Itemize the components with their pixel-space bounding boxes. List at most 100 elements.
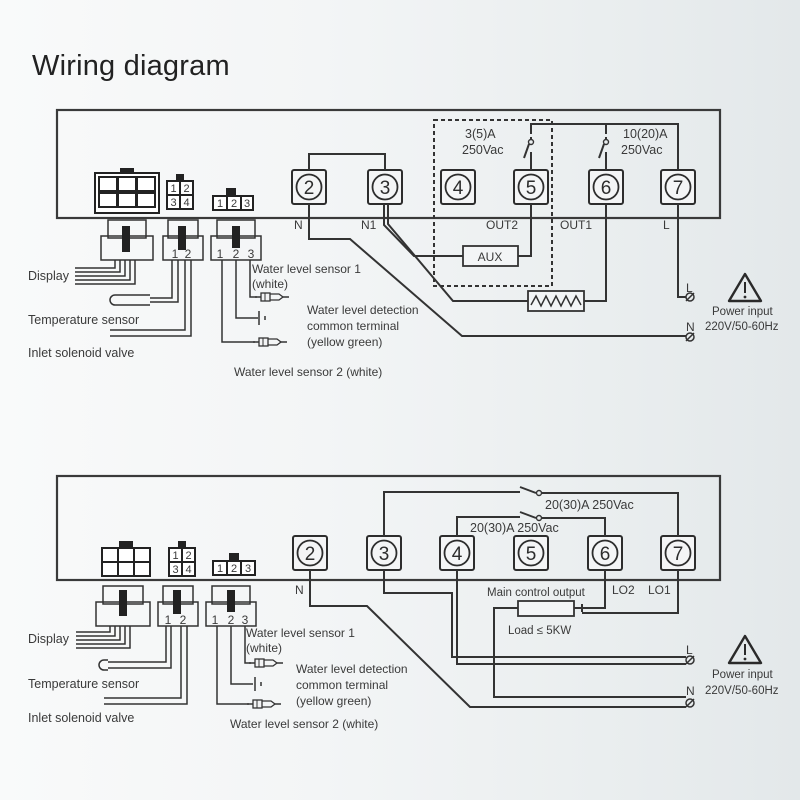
sensor-connector-socket: 1 2 3 — [212, 188, 254, 211]
svg-text:2: 2 — [305, 544, 316, 565]
label-display-2: Display — [28, 632, 70, 646]
pin-label: 2 — [183, 183, 189, 195]
load-neutral-wire — [493, 607, 686, 698]
water-level-sensor-wires-2 — [216, 626, 262, 705]
label-common-terminal-2: common terminal — [307, 319, 399, 333]
pin-label: 4 — [183, 197, 189, 209]
label-common-terminal-2b: common terminal — [296, 678, 388, 692]
pin-label: 1 — [217, 198, 223, 210]
relay-common-line — [530, 123, 679, 170]
out1-wire — [584, 204, 607, 302]
pin-label: 3 — [242, 613, 249, 627]
power-label-l-2: L — [686, 643, 693, 657]
main-control-output-label: Main control output — [487, 587, 586, 599]
terminal-2: 2 — [291, 169, 327, 205]
temp-valve-connector-socket-2: 1 2 3 4 — [168, 541, 196, 577]
pin-label: 3 — [172, 564, 178, 576]
sensor-plug: 1 2 3 — [210, 219, 262, 261]
lo1-wire — [582, 570, 679, 614]
pin-label: 1 — [170, 183, 176, 195]
terminal-2b: 2 — [292, 535, 328, 571]
terminal-label-lo2: LO2 — [612, 583, 635, 597]
neutral-screw-terminal-icon-2 — [685, 698, 695, 708]
relay2-wire — [456, 516, 520, 536]
relay2-rating: 20(30)A 250Vac — [470, 521, 559, 535]
heater-neutral-wire — [387, 204, 528, 302]
pin-label: 2 — [185, 550, 191, 562]
svg-text:3: 3 — [379, 544, 390, 565]
terminal-label-out2: OUT2 — [486, 218, 518, 232]
aux-relay-current-rating: 3(5)A — [465, 127, 496, 141]
warning-icon-2 — [727, 634, 763, 665]
lo2-wire — [574, 570, 606, 612]
pin-label: 3 — [248, 247, 255, 261]
sensor-plug-2: 1 2 3 — [205, 585, 257, 627]
main-relay-voltage-rating: 250Vac — [621, 143, 662, 157]
live-wire-2a — [383, 570, 686, 658]
terminal-label-l: L — [663, 218, 670, 232]
main-relay-current-rating: 10(20)A — [623, 127, 668, 141]
pin-label: 2 — [185, 247, 192, 261]
relay-switch-out1-icon — [598, 138, 610, 159]
aux-relay-voltage-rating: 250Vac — [462, 143, 503, 157]
label-common-terminal-color: (yellow green) — [307, 335, 382, 349]
label-temperature-sensor-2: Temperature sensor — [28, 677, 139, 691]
temp-sensor-wires — [109, 260, 192, 337]
temp-valve-plug-2: 1 2 — [157, 585, 199, 627]
water-level-sensor-1-probe-icon-2 — [248, 658, 284, 668]
water-level-sensor-2-probe-icon — [252, 337, 288, 347]
pin-label: 2 — [231, 198, 237, 210]
load-box — [517, 600, 575, 617]
water-level-sensor-2-probe-icon-2 — [246, 699, 282, 709]
terminal-3b: 3 — [366, 535, 402, 571]
label-water-level-sensor-1-color-2: (white) — [246, 641, 282, 655]
relay1-wire — [383, 491, 520, 536]
terminal-3: 3 — [367, 169, 403, 205]
svg-text:5: 5 — [526, 178, 537, 199]
jumper-2-3 — [308, 153, 386, 170]
load-rating-label: Load ≤ 5KW — [508, 625, 571, 637]
live-screw-terminal-icon-2 — [685, 655, 695, 665]
display-wires — [75, 260, 136, 285]
terminal-label-n: N — [294, 218, 303, 232]
label-water-level-sensor-1: Water level sensor 1 — [252, 262, 361, 276]
label-temperature-sensor: Temperature sensor — [28, 313, 139, 327]
terminal-label-n1: N1 — [361, 218, 377, 232]
temp-valve-connector-socket: 1 2 3 4 — [166, 174, 194, 210]
neutral-wire — [308, 204, 686, 337]
terminal-4: 4 — [440, 169, 476, 205]
pin-label: 2 — [231, 563, 237, 575]
display-plug — [100, 219, 154, 261]
label-common-terminal-color-2: (yellow green) — [296, 694, 371, 708]
pin-label: 1 — [212, 613, 219, 627]
terminal-7b: 7 — [660, 535, 696, 571]
water-level-sensor-1-probe-icon — [254, 292, 290, 302]
relay-switch-out2-icon — [523, 138, 535, 159]
svg-text:3: 3 — [380, 178, 391, 199]
power-input-label: Power input — [712, 306, 774, 318]
svg-text:7: 7 — [673, 544, 684, 565]
terminal-5: 5 — [513, 169, 549, 205]
pin-label: 4 — [185, 564, 191, 576]
terminal-label-out1: OUT1 — [560, 218, 592, 232]
live-wire — [677, 204, 686, 298]
live-wire-2b — [456, 570, 686, 665]
neutral-wire-2 — [309, 570, 686, 708]
label-display: Display — [28, 269, 70, 283]
power-label-n-2: N — [686, 684, 695, 698]
pin-label: 3 — [170, 197, 176, 209]
svg-text:7: 7 — [673, 178, 684, 199]
page-title: Wiring diagram — [32, 50, 230, 82]
label-water-level-sensor-2: Water level sensor 2 (white) — [234, 365, 382, 379]
pin-label: 2 — [233, 247, 240, 261]
svg-text:4: 4 — [452, 544, 463, 565]
pin-label: 3 — [244, 198, 250, 210]
terminal-5b: 5 — [513, 535, 549, 571]
svg-text:5: 5 — [526, 544, 537, 565]
display-plug-2 — [95, 585, 151, 627]
terminal-6b: 6 — [587, 535, 623, 571]
label-water-level-sensor-2-2: Water level sensor 2 (white) — [230, 717, 378, 731]
aux-neutral-wire — [383, 204, 463, 257]
label-water-level-sensor-1-2: Water level sensor 1 — [246, 626, 355, 640]
